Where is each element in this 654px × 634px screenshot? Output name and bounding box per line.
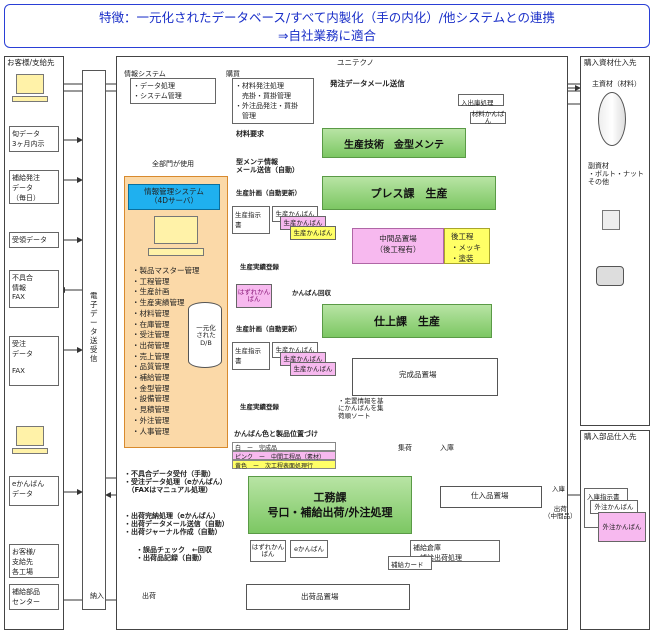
legend-title: かんばん色と製品位置づけ — [234, 430, 318, 438]
parts-supplier-title: 購入部品仕入先 — [584, 432, 637, 441]
order-sheet-1: 生産指示書 — [232, 206, 270, 234]
header-line2: ⇒自社業務に適合 — [278, 28, 376, 43]
ship-store-label: 出荷品置場 — [301, 592, 339, 601]
finish-tag-stack-3: 生産かんばん — [290, 362, 336, 376]
purchase-label: 購買 — [226, 70, 240, 78]
sort-note: ・定置情報を基 にかんばんを集 荷順ソート — [338, 397, 384, 420]
legend-yellow: 黄色 ー 次工程表面処理行 — [232, 460, 336, 470]
module-item: ・設備管理 — [132, 394, 170, 404]
finish-box: 仕上課 生産 — [322, 304, 492, 338]
doc-defect-fax: 不具合 情報 FAX — [9, 270, 59, 308]
plan-auto-label-2: 生産計画（自動更新） — [236, 325, 301, 333]
module-item: ・材料管理 — [132, 308, 170, 318]
mid-store-box: 中間品置場 （後工程有） — [352, 228, 444, 264]
doc-order-fax: 受注 データ FAX — [9, 336, 59, 386]
module-item: ・工程管理 — [132, 276, 170, 286]
receive-proc-box: 入出庫処理 — [458, 94, 504, 107]
outsource-store-box: 仕入品置場 — [440, 486, 542, 508]
box-parts-center: 補給部品 センター — [9, 584, 59, 610]
production-tech-box: 生産技術 金型メンテ — [322, 128, 466, 158]
unitechno-title: ユニテクノ — [337, 58, 375, 67]
legend-white: 白 ー 完成品 — [232, 442, 336, 452]
module-item: ・外注管理 — [132, 415, 170, 425]
main-material-label: 主資材（材料） — [592, 80, 641, 88]
info-system-label: 情報システム — [124, 70, 166, 78]
material-req-label: 材料要求 — [236, 130, 264, 138]
all-use-label: 全部門が使用 — [152, 160, 194, 168]
module-item: ・在庫管理 — [132, 319, 170, 329]
supply-card-box: 補給カード — [388, 556, 432, 570]
computer-icon — [12, 74, 48, 108]
dock-in-label: 入庫 — [552, 485, 565, 493]
module-item: ・品質管理 — [132, 362, 170, 372]
supply-store-box: 補給倉庫 ・補給出荷処理 — [410, 540, 500, 562]
result-label-2: 生産実績登録 — [240, 403, 279, 411]
edi-label: 電子データ送受信 — [90, 291, 98, 363]
defect-list: ・不具合データ受付（手動） ・受注データ処理（eかんばん） （FAXはマニュアル… — [124, 470, 227, 495]
box-customer-plants: お客様/ 支給先 各工場 — [9, 544, 59, 578]
outsource-store-label: 仕入品置場 — [471, 491, 509, 500]
doc-ekanban: eかんばん データ — [9, 476, 59, 506]
sub-material-label: 副資材 ・ボルト・ナット その他 — [588, 162, 644, 187]
database-cylinder: 一元化 された D/B — [188, 302, 222, 368]
removed-tag: はずれかん ばん — [236, 284, 272, 308]
module-item: ・出荷管理 — [132, 340, 170, 350]
ship-in-label: 集荷 — [398, 444, 412, 452]
module-item: ・生産実績管理 — [132, 298, 185, 308]
delivery-label: 納入 — [90, 592, 104, 600]
etag-box: eかんばん — [290, 540, 328, 558]
removed-tag-2: はずれかん ばん — [250, 540, 286, 562]
post-process-box: 後工程 ・メッキ ・塗装 — [444, 228, 490, 264]
module-item: ・売上管理 — [132, 351, 170, 361]
module-item: ・製品マスター管理 — [132, 266, 200, 275]
purchase-box: ・材料発注処理 売掛・買掛管理 ・外注品発注・買掛 管理 — [232, 78, 314, 124]
order-sheet-2: 生産指示書 — [232, 342, 270, 370]
header-line1: 特徴：一元化されたデータベース/すべて内製化（手の内化）/他システムとの連携 — [99, 10, 555, 25]
supplier-panel-title: 購入資材仕入先 — [584, 58, 637, 67]
plan-auto-label-1: 生産計画（自動更新） — [236, 189, 301, 197]
ship-mid-label: 出荷 （中間品） — [544, 505, 577, 521]
info-mgmt-server: 情報管理システム （4Dサーバ） — [128, 184, 220, 210]
header-banner: 特徴：一元化されたデータベース/すべて内製化（手の内化）/他システムとの連携 ⇒… — [4, 4, 650, 48]
die-info-label: 型メンテ情報 メール送信（自動） — [236, 158, 299, 175]
receive-in-label: 入庫 — [440, 444, 454, 452]
module-item: ・金型管理 — [132, 383, 170, 393]
material-tag-tab: 材料かんばん — [470, 110, 506, 125]
ship-store-box: 出荷品置場 — [246, 584, 410, 610]
info-system-box: ・データ処理 ・システム管理 — [130, 78, 216, 104]
outsource-tag-2: 外注かんばん — [598, 512, 646, 542]
computer-icon-2 — [12, 426, 48, 460]
edi-bar: 電子データ送受信 — [82, 70, 106, 610]
press-box: プレス課 生産 — [322, 176, 496, 210]
legend-pink: ピンク ー 中間工程品（素材） — [232, 451, 336, 461]
customer-panel-title: お客様/支給先 — [7, 58, 55, 67]
ship-label: 出荷 — [142, 592, 156, 600]
mistake-list: ・誤品チェック ←回収 ・出荷品記録（自動） — [136, 546, 212, 563]
doc-supply-order: 補給発注 データ （毎日） — [9, 170, 59, 204]
doc-receipt: 受領データ — [9, 232, 59, 248]
server-computer-icon — [148, 216, 204, 260]
press-tag-stack-3: 生産かんばん — [290, 226, 336, 240]
bolt-icon — [602, 210, 620, 230]
database-label: 一元化 された D/B — [196, 324, 216, 347]
order-mail-label: 発注データメール送信 — [330, 79, 405, 88]
ops-box: 工務課 号口・補給出荷/外注処理 — [248, 476, 412, 534]
module-item: ・人事管理 — [132, 426, 170, 436]
module-item: ・生産計画 — [132, 287, 170, 297]
nut-icon — [596, 266, 624, 286]
module-item: ・見積管理 — [132, 405, 170, 415]
module-item: ・受注管理 — [132, 330, 170, 340]
material-coil-icon — [598, 92, 626, 146]
tag-collect-label: かんばん回収 — [292, 289, 331, 297]
finished-store-box: 完成品置場 — [352, 358, 498, 396]
ship-list: ・出荷完納処理（eかんばん） ・出荷データメール送信（自動） ・出荷ジャーナル作… — [124, 512, 229, 537]
result-label-1: 生産実績登録 — [240, 263, 279, 271]
doc-forecast: 旬データ 3ヶ月内示 — [9, 126, 59, 152]
module-list: ・製品マスター管理・工程管理・生産計画・生産実績管理・材料管理・在庫管理・受注管… — [132, 266, 200, 437]
finished-store-label: 完成品置場 — [399, 370, 437, 379]
module-item: ・補給管理 — [132, 373, 170, 383]
